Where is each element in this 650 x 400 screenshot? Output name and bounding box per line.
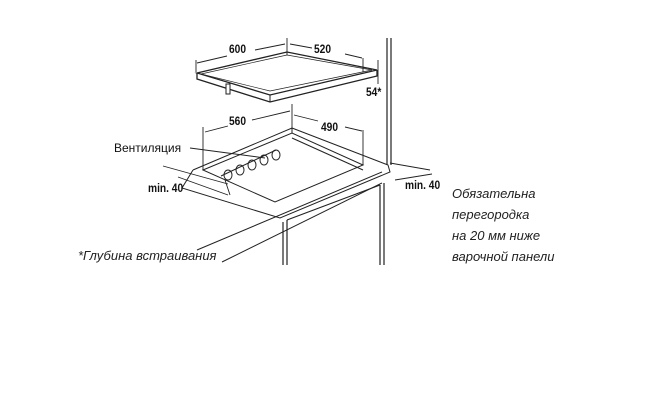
dim-min-left: min. 40	[148, 181, 184, 195]
dim-min-right: min. 40	[405, 178, 441, 192]
countertop	[181, 127, 391, 263]
dim-hob-depth: 520	[314, 42, 332, 56]
countertop-front-edge	[196, 171, 383, 251]
partition-note: Обязательна перегородка на 20 мм ниже ва…	[452, 183, 554, 267]
partition-note-line: перегородка	[452, 207, 530, 222]
partition-note-line: Обязательна	[452, 186, 536, 201]
ventilation-holes	[189, 147, 281, 181]
hob-drawing	[194, 51, 378, 103]
hob-top	[194, 51, 378, 96]
dim-cutout-depth: 490	[321, 120, 339, 134]
dimension-lines	[162, 38, 433, 196]
partition-note-line: варочной панели	[452, 249, 555, 264]
ventilation-label: Вентиляция	[114, 141, 182, 155]
hob-foot	[225, 83, 231, 95]
depth-note: *Глубина встраивания	[78, 248, 217, 263]
dim-hob-height: 54*	[366, 85, 382, 99]
partition-note-line: на 20 мм ниже	[452, 228, 541, 243]
dim-cutout-width: 560	[229, 114, 247, 128]
wall-and-cabinet	[282, 38, 392, 265]
cutout	[201, 132, 365, 203]
dim-hob-width: 600	[229, 42, 247, 56]
